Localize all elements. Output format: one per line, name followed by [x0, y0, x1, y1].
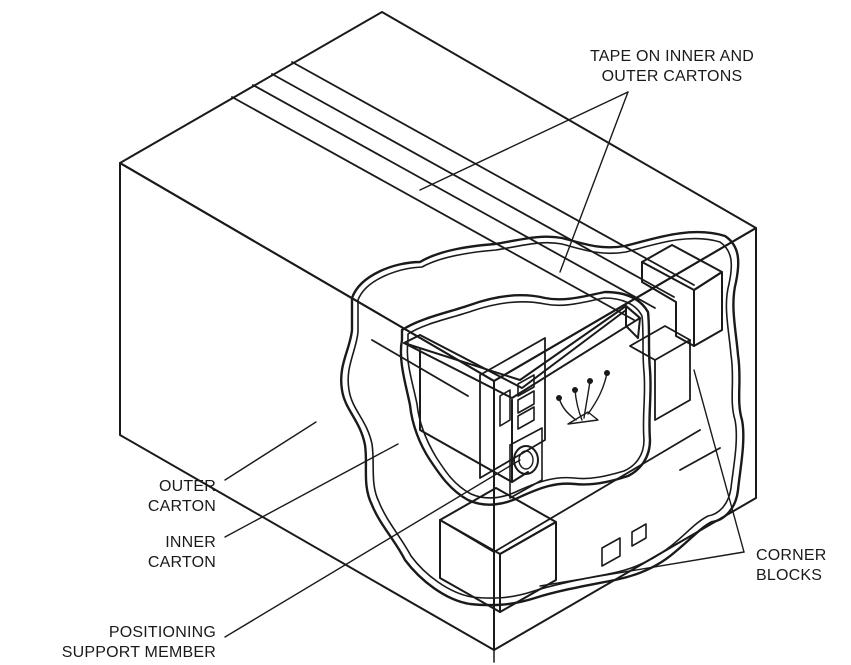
outer-carton-label-line1: OUTER	[159, 478, 216, 495]
tape-strips	[231, 61, 695, 321]
inner-carton-label: INNER CARTON	[120, 533, 216, 573]
tape-label: TAPE ON INNER AND OUTER CARTONS	[552, 47, 792, 87]
tape-leader-2	[559, 91, 629, 273]
positioning-support-label: POSITIONING SUPPORT MEMBER	[0, 623, 216, 663]
outer-carton-left-face	[119, 162, 495, 651]
outer-carton-label-line2: CARTON	[147, 498, 216, 515]
tape-label-line2: OUTER CARTONS	[601, 68, 743, 85]
corner-leader-1	[693, 369, 745, 553]
positioning-support	[629, 325, 691, 421]
corner-block-bottom	[439, 487, 557, 613]
inner-carton-edges	[371, 339, 721, 599]
inner-carton-leader	[224, 443, 399, 538]
corner-leader-2	[539, 551, 745, 587]
inner-cutaway	[399, 290, 652, 506]
corner-blocks-label-line1: CORNER	[756, 547, 827, 564]
outer-carton-leader	[224, 421, 317, 481]
positioning-leader	[224, 459, 521, 638]
outer-carton	[119, 11, 757, 663]
outer-carton-label: OUTER CARTON	[120, 477, 216, 517]
corner-block-small	[601, 523, 647, 567]
corner-blocks-label-line2: BLOCKS	[756, 567, 823, 584]
tape-label-line1: TAPE ON INNER AND	[589, 48, 755, 65]
monitor	[403, 305, 641, 499]
corner-blocks-label: CORNER BLOCKS	[756, 546, 848, 586]
positioning-support-label-line1: POSITIONING	[108, 624, 216, 641]
corner-block-top-right	[641, 244, 723, 347]
tape-leader-1	[419, 91, 629, 191]
inner-carton-label-line2: CARTON	[147, 554, 216, 571]
outer-carton-right-face	[493, 227, 757, 651]
outer-cutaway	[340, 230, 745, 607]
leader-lines	[224, 91, 745, 638]
inner-carton-label-line1: INNER	[165, 534, 216, 551]
positioning-support-label-line2: SUPPORT MEMBER	[61, 644, 216, 661]
